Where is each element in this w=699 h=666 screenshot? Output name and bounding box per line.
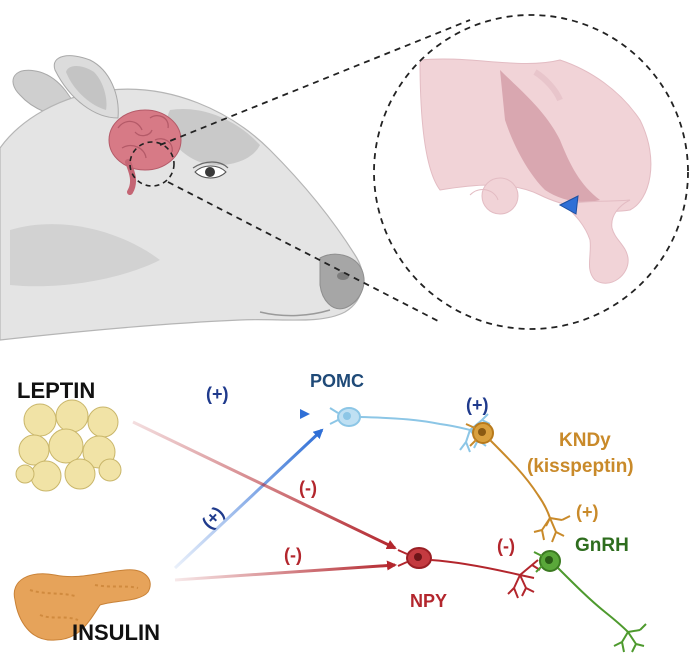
hypothalamus-zoom: [373, 14, 689, 330]
arrow-insulin-to-npy: [174, 560, 397, 582]
pancreas-icon: [13, 569, 151, 641]
cow-patch: [166, 108, 260, 165]
zoom-line-bottom: [167, 181, 441, 323]
cow-patch-cheek: [10, 224, 160, 287]
sign-kndy-gnrh: (+): [576, 502, 599, 522]
brain-icon: [108, 109, 182, 195]
sign-leptin-npy: (-): [299, 478, 317, 498]
arrow-insulin-to-pomc: [173, 428, 324, 570]
npy-label: NPY: [410, 591, 447, 611]
sign-insulin-pomc: (+): [198, 503, 228, 533]
cow-eye: [192, 161, 229, 179]
sign-npy-gnrh: (-): [497, 536, 515, 556]
zoom-line-top: [159, 19, 471, 146]
gnrh-label: GnRH: [575, 535, 629, 556]
sign-pomc-kndy: (+): [466, 395, 489, 415]
pituitary-stalk: [564, 199, 631, 284]
arrow-leptin-to-npy: [132, 420, 397, 550]
brain-zoom-marker: [129, 141, 175, 187]
kndy-neuron: [465, 422, 571, 543]
cow-muzzle: [319, 253, 365, 310]
cow-head-illustration: [0, 55, 365, 341]
sign-leptin-pomc: (+): [206, 384, 229, 404]
npy-neuron: [397, 547, 541, 599]
kndy-label-line2: (kisspeptin): [527, 456, 634, 477]
pomc-label: POMC: [310, 371, 364, 391]
arcuate-nucleus-marker: [558, 195, 579, 215]
kndy-label-line1: KNDy: [559, 430, 611, 451]
leptin-label: LEPTIN: [17, 378, 95, 403]
sign-insulin-npy: (-): [284, 545, 302, 565]
insulin-label: INSULIN: [72, 620, 160, 645]
zoom-circle: [373, 14, 689, 330]
gnrh-neuron: [533, 550, 647, 653]
adipose-tissue-icon: [15, 399, 122, 492]
